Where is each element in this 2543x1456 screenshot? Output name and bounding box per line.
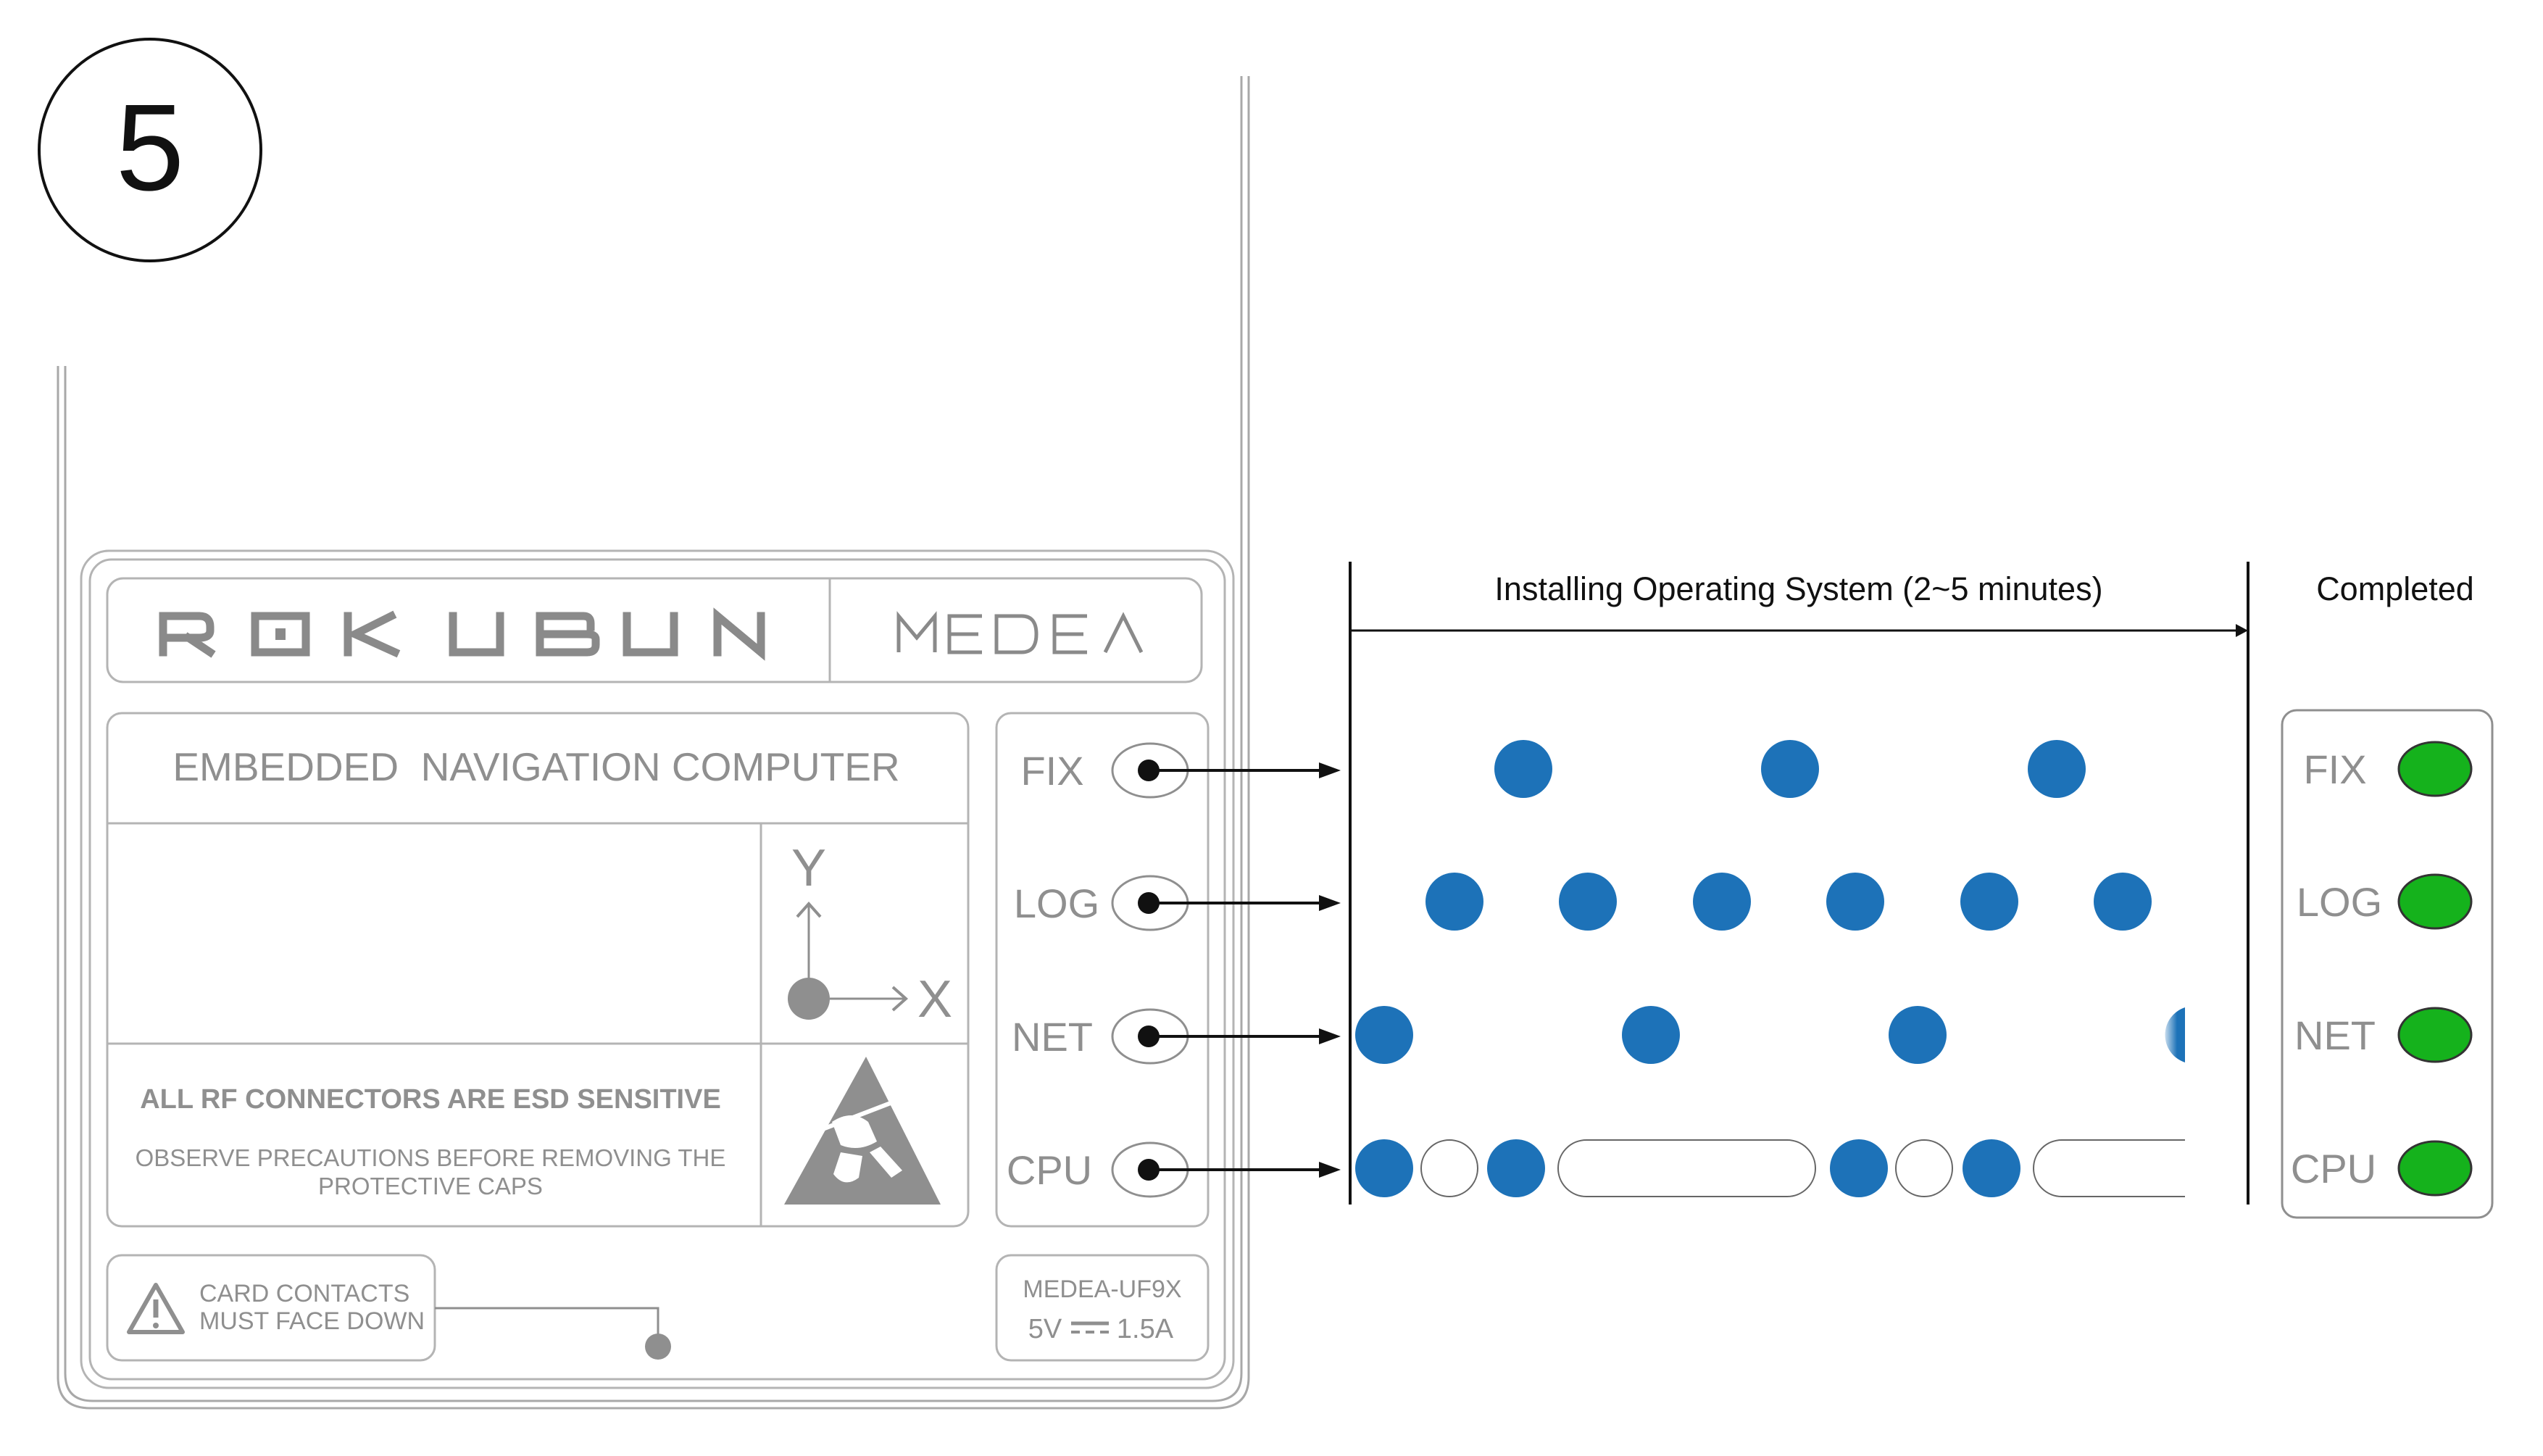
blink-dot [1355,1139,1413,1197]
axis-y-label: Y [791,839,826,897]
completed-label-net: NET [2294,1012,2376,1058]
blink-dot-partial [2165,1007,2185,1062]
led-on [2397,1140,2473,1197]
power-current: 1.5A [1117,1314,1174,1344]
led-bezel [995,712,1210,1228]
sd-card-slot [645,1334,671,1360]
step-number: 5 [116,79,185,217]
led-on [2397,873,2473,930]
esd-title: ALL RF CONNECTORS ARE ESD SENSITIVE [140,1084,721,1115]
blink-dot [1426,873,1483,931]
power-voltage: 5V [1028,1314,1062,1344]
blink-dot [2094,873,2152,931]
blink-dot [1622,1006,1680,1064]
completed-led-cpu: CPU [2291,1140,2473,1197]
card-line2: MUST FACE DOWN [199,1307,425,1335]
blink-off [1420,1139,1478,1197]
completed-led-panel [2281,709,2494,1219]
device-housing [57,76,1250,1410]
led-label-net: NET [1012,1014,1093,1060]
card-slot-notice: CARD CONTACTS MUST FACE DOWN [106,1254,671,1362]
blink-dot [1559,873,1617,931]
warning-triangle-icon [127,1283,185,1334]
blink-dot [1889,1006,1947,1064]
esd-body-line2: PROTECTIVE CAPS [318,1173,543,1199]
led-row-fix: FIX [1020,742,1341,799]
blink-pattern-net [1355,1006,2185,1064]
blink-dot [1693,873,1751,931]
dc-symbol-icon [1071,1321,1109,1334]
brand-header [106,577,1203,683]
axis-x-label: X [917,970,952,1028]
led-row-cpu: CPU [1007,1141,1341,1198]
esd-warning-icon [784,1057,941,1205]
blink-dot [1826,873,1884,931]
blink-off-long-partial [2033,1139,2185,1197]
blink-dot [1963,1139,2020,1197]
step-badge: 5 [38,38,262,262]
installing-label: Installing Operating System (2~5 minutes… [1494,570,2102,607]
led-label-fix: FIX [1020,748,1083,794]
blink-pattern-cpu [1355,1139,2185,1197]
completed-label-fix: FIX [2303,746,2366,792]
completed-label-cpu: CPU [2291,1146,2376,1191]
blink-off [1895,1139,1953,1197]
completed-label-log: LOG [2297,879,2382,925]
info-panel [106,712,970,1228]
blink-dot [1487,1139,1545,1197]
blink-dot [2028,740,2086,798]
blink-dot [1494,740,1552,798]
led-row-net: NET [1012,1008,1341,1065]
completed-led-fix: FIX [2303,741,2473,797]
led-label-cpu: CPU [1007,1147,1092,1193]
esd-body-line1: OBSERVE PRECAUTIONS BEFORE REMOVING THE [136,1144,726,1171]
blink-dot [1355,1006,1413,1064]
model-plate: MEDEA-UF9X 5V 1.5A [995,1254,1210,1362]
completed-label: Completed [2316,570,2474,607]
blink-dot [1960,873,2018,931]
blink-dot [1830,1139,1888,1197]
completed-led-net: NET [2294,1007,2473,1063]
card-line1: CARD CONTACTS [199,1280,409,1307]
device-subtitle: EMBEDDED NAVIGATION COMPUTER [172,744,899,789]
axis-diagram: Y X [788,839,952,1028]
blink-pattern-log [1426,873,2152,931]
led-row-log: LOG [1014,875,1341,931]
blink-pattern-fix [1494,740,2086,798]
blink-dot [1761,740,1819,798]
label-plate [80,549,1235,1389]
completed-led-log: LOG [2297,873,2473,930]
model-name: MEDEA-UF9X [1023,1276,1181,1303]
led-label-log: LOG [1014,881,1099,926]
led-on [2397,741,2473,797]
origin-dot [788,978,830,1020]
rokubun-logo [159,607,765,661]
blink-off-long [1557,1139,1816,1197]
installing-phase: Installing Operating System (2~5 minutes… [1349,562,2249,1205]
led-on [2397,1007,2473,1063]
medea-logo [896,611,1144,654]
